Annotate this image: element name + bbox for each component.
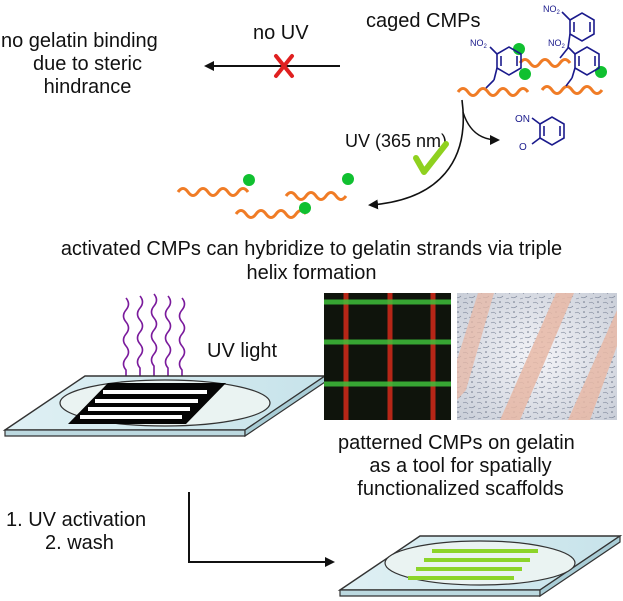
- activated-bead-3: [342, 173, 354, 185]
- activated-caption-line2: helix formation: [246, 262, 377, 284]
- no-uv-label: no UV: [253, 22, 309, 44]
- step-uv-activation: 1. UV activation: [6, 509, 147, 531]
- blocked-cross-icon: [274, 54, 294, 78]
- fluorescence-micrograph: [324, 293, 451, 420]
- svg-text:NO2: NO2: [470, 38, 488, 50]
- uv-light-label: UV light: [207, 340, 278, 362]
- caged-cmp-2: NO2: [456, 38, 531, 97]
- brightfield-micrograph: [457, 293, 617, 420]
- no-binding-line1: no gelatin binding: [1, 30, 158, 52]
- svg-text:NO2: NO2: [543, 4, 561, 16]
- svg-text:O: O: [519, 142, 527, 153]
- nitrosobenzaldehyde-byproduct: ON O: [515, 114, 565, 153]
- activated-cmps: [176, 187, 348, 219]
- masked-slide: [2, 374, 328, 438]
- caged-cmp-3: NO2: [540, 38, 607, 95]
- uv-activation-arrow: [368, 99, 464, 210]
- patterned-caption-line1: patterned CMPs on gelatin: [338, 432, 575, 454]
- activated-bead-1: [243, 174, 255, 186]
- process-arrow: [188, 492, 335, 567]
- no-binding-line3: hindrance: [43, 76, 132, 98]
- success-check-icon: [413, 141, 449, 175]
- patterned-slide: [337, 534, 623, 598]
- patterned-caption-line3: functionalized scaffolds: [357, 478, 564, 500]
- step-wash: 2. wash: [45, 532, 114, 554]
- uv-365-label: UV (365 nm): [345, 131, 448, 151]
- patterned-caption-line2: as a tool for spatially: [369, 455, 552, 477]
- byproduct-arrow: [462, 111, 500, 145]
- caged-cmp-1: NO2: [513, 4, 595, 68]
- svg-text:ON: ON: [515, 114, 530, 125]
- activated-caption-line1: activated CMPs can hybridize to gelatin …: [60, 238, 563, 260]
- no-binding-line2: due to steric: [33, 53, 142, 75]
- svg-text:NO2: NO2: [548, 38, 566, 50]
- caged-cmps-label: caged CMPs: [366, 10, 481, 32]
- activated-bead-2: [299, 202, 311, 214]
- uv-light-waves: [122, 293, 186, 376]
